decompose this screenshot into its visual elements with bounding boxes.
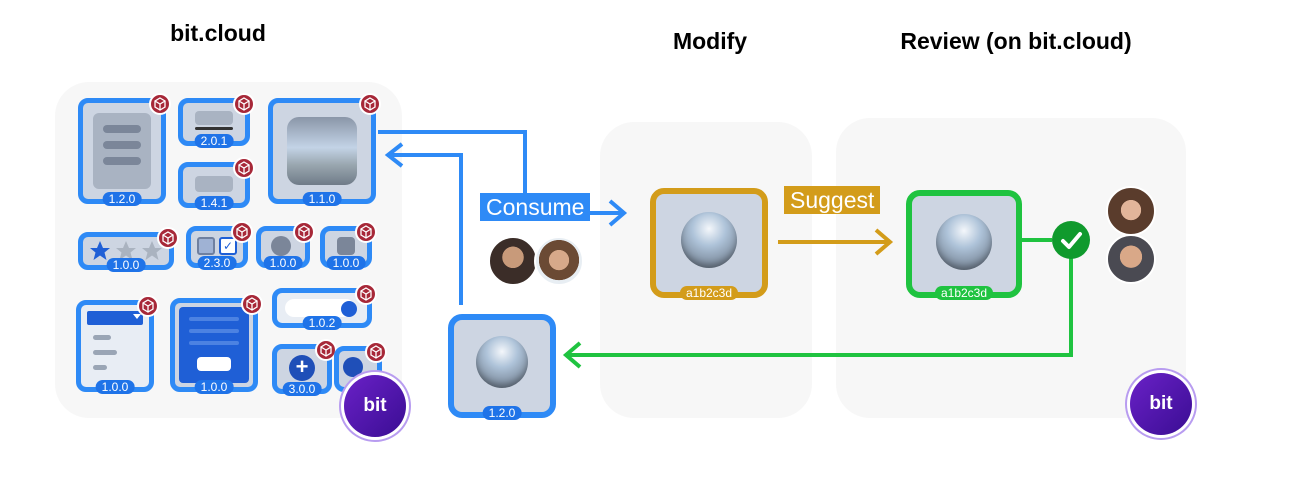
- modify-heading: Modify: [672, 28, 748, 54]
- version-badge: 1.2.0: [102, 192, 142, 206]
- return-arrowhead: [384, 142, 404, 168]
- review-heading: Review (on bit.cloud): [900, 28, 1132, 54]
- component-card[interactable]: + 3.0.0: [272, 339, 337, 396]
- version-badge: 1.0.0: [194, 380, 234, 394]
- bit-cloud-heading: bit.cloud: [170, 20, 266, 46]
- version-badge: 1.2.0: [482, 406, 522, 420]
- consumed-component-card[interactable]: 1.2.0: [448, 314, 556, 420]
- package-icon: [355, 283, 377, 305]
- version-badge: 1.4.1: [194, 196, 234, 210]
- component-card[interactable]: 1.1.0: [268, 93, 381, 206]
- component-card[interactable]: 1.0.2: [272, 283, 377, 330]
- hash-badge: a1b2c3d: [679, 286, 739, 300]
- component-card[interactable]: 1.0.0: [320, 221, 377, 270]
- component-card[interactable]: 1.2.0: [78, 93, 171, 206]
- package-icon: [241, 293, 263, 315]
- version-badge: 2.3.0: [197, 256, 237, 270]
- reviewer-avatar: [1106, 234, 1156, 284]
- package-icon: [233, 93, 255, 115]
- package-icon: [365, 341, 387, 363]
- suggest-arrowhead: [874, 228, 894, 256]
- modified-component-card[interactable]: a1b2c3d: [650, 188, 768, 300]
- bit-logo: bit: [1130, 373, 1192, 435]
- plus-icon: +: [289, 355, 315, 381]
- bit-logo: bit: [344, 375, 406, 437]
- approved-check-icon: [1052, 221, 1090, 259]
- version-badge: 3.0.0: [282, 382, 322, 396]
- component-card[interactable]: 1.0.0: [78, 227, 179, 272]
- component-card[interactable]: 1.0.0: [256, 221, 315, 270]
- review-component-card[interactable]: a1b2c3d: [906, 190, 1022, 300]
- component-card[interactable]: ✓ 2.3.0: [186, 221, 253, 270]
- version-badge: 2.0.1: [194, 134, 234, 148]
- version-badge: 1.0.0: [95, 380, 135, 394]
- suggest-label: Suggest: [784, 186, 881, 214]
- package-icon: [157, 227, 179, 249]
- package-icon: [137, 295, 159, 317]
- version-badge: 1.0.2: [302, 316, 342, 330]
- component-card[interactable]: 1.0.0: [76, 295, 159, 394]
- package-icon: [355, 221, 377, 243]
- component-card[interactable]: 1.0.0: [170, 293, 263, 394]
- component-card[interactable]: 1.4.1: [178, 157, 255, 210]
- approve-arrowhead: [562, 341, 582, 369]
- approve-line: [568, 258, 1073, 357]
- star-rating-icon: [90, 241, 162, 260]
- version-badge: 1.0.0: [326, 256, 366, 270]
- version-badge: 1.0.0: [263, 256, 303, 270]
- hash-badge: a1b2c3d: [934, 286, 994, 300]
- package-icon: [149, 93, 171, 115]
- component-card[interactable]: 2.0.1: [178, 93, 255, 148]
- return-line: [390, 153, 463, 305]
- consume-label: Consume: [480, 193, 591, 221]
- package-icon: [359, 93, 381, 115]
- developer-avatar: [488, 236, 538, 286]
- version-badge: 1.0.0: [106, 258, 146, 272]
- package-icon: [293, 221, 315, 243]
- developer-avatar: [534, 236, 584, 286]
- reviewer-avatar: [1106, 186, 1156, 236]
- package-icon: [233, 157, 255, 179]
- version-badge: 1.1.0: [302, 192, 342, 206]
- package-icon: [231, 221, 253, 243]
- consume-arrowhead: [608, 199, 628, 227]
